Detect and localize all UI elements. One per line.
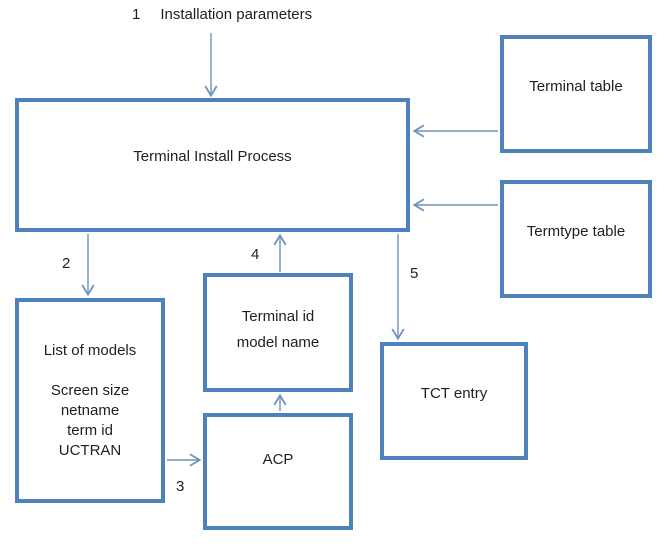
list-of-models-line: Screen size [50, 382, 130, 399]
box-acp: ACP [203, 413, 353, 530]
step1-number: 1 [132, 6, 141, 23]
step3-number: 3 [176, 478, 185, 495]
list-of-models-line: List of models [43, 342, 137, 359]
step4-number: 4 [251, 246, 260, 263]
list-of-models-line: netname [60, 402, 120, 419]
terminal-id-line: model name [236, 333, 320, 351]
step1-caption: 1 Installation parameters [132, 6, 312, 24]
box-terminal-table: Terminal table [500, 35, 652, 153]
terminal-id-line: Terminal id [241, 307, 315, 325]
box-terminal-install-process: Terminal Install Process [15, 98, 410, 232]
list-of-models-line: UCTRAN [58, 442, 122, 459]
box-tct-entry: TCT entry [380, 342, 528, 460]
box-termtype-table-label: Termtype table [526, 223, 626, 240]
box-acp-label: ACP [262, 451, 294, 468]
box-tct-entry-label: TCT entry [420, 385, 488, 402]
step1-label: Installation parameters [160, 6, 313, 23]
step2-number: 2 [62, 255, 71, 272]
step5-number: 5 [410, 265, 419, 282]
box-terminal-id-model-name: Terminal id model name [203, 273, 353, 392]
box-terminal-table-label: Terminal table [529, 78, 623, 95]
box-termtype-table: Termtype table [500, 180, 652, 298]
box-list-of-models: List of models Screen size netname term … [15, 298, 165, 503]
box-terminal-install-process-label: Terminal Install Process [133, 148, 292, 165]
list-of-models-line: term id [67, 422, 113, 439]
